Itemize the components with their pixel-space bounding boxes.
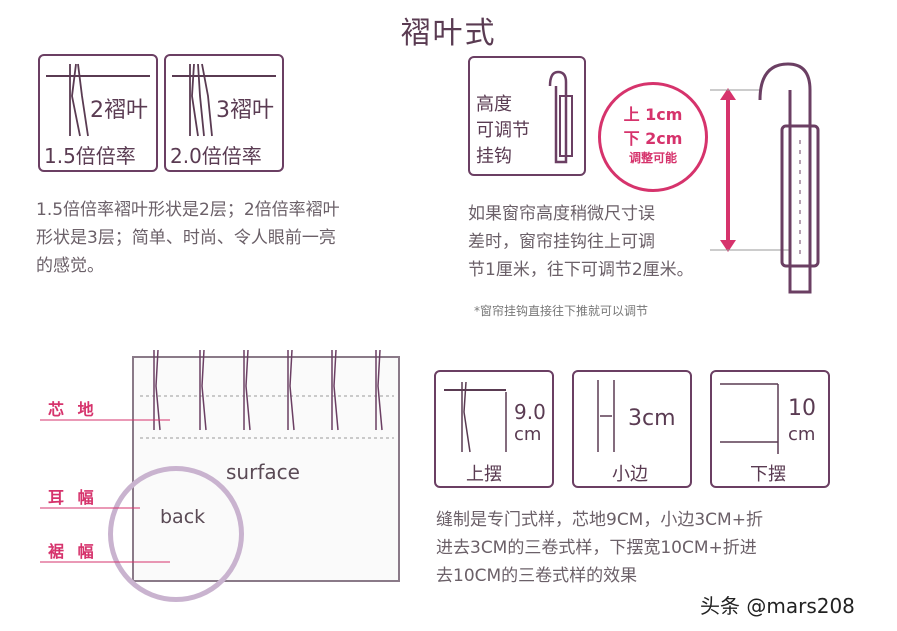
hook-description: 如果窗帘高度稍微尺寸误 差时，窗帘挂钩往上可调 节1厘米，往下可调节2厘米。: [468, 200, 768, 284]
pleat-card-2: 2褶叶 1.5倍倍率: [38, 54, 158, 172]
hook-card: 高度 可调节 挂钩: [468, 56, 586, 176]
sewing-description-line: 缝制是专门式样，芯地9CM，小边3CM+折: [436, 510, 763, 530]
adjust-possible-label: 调整可能: [628, 151, 677, 165]
hook-description-line: 差时，窗帘挂钩往上可调: [468, 232, 655, 252]
sewing-card-bottom-hem: 10 cm 下摆: [710, 370, 830, 488]
pleat-card-3: 3褶叶 2.0倍倍率: [164, 54, 284, 172]
top-hem-measure: 9.0: [514, 400, 546, 424]
back-label: back: [160, 506, 206, 528]
sewing-card-top-hem: 9.0 cm 上摆: [434, 370, 554, 488]
bottom-hem-measure: 10: [788, 396, 816, 421]
top-hem-unit: cm: [514, 424, 542, 445]
side-edge-illustration: [597, 380, 615, 452]
hook-card-label-line: 可调节: [476, 120, 530, 141]
top-hem-caption: 上摆: [466, 464, 502, 485]
bottom-hem-caption: 下摆: [750, 464, 786, 485]
bottom-hem-illustration: [720, 383, 779, 454]
sewing-card-side-edge: 3cm 小边: [572, 370, 692, 488]
page-title: 褶叶式: [400, 16, 497, 51]
back-circle: [108, 466, 244, 602]
small-hook-icon: [548, 70, 573, 164]
surface-label: surface: [226, 460, 300, 484]
hook-description-line: 节1厘米，往下可调节2厘米。: [468, 260, 694, 280]
hook-card-label-line: 高度: [476, 94, 512, 115]
side-edge-caption: 小边: [612, 464, 648, 485]
label-pointers: [40, 419, 170, 563]
ear-label: 耳 幅: [48, 488, 98, 507]
core-label: 芯 地: [48, 400, 98, 419]
hem-label: 裾 幅: [48, 542, 98, 561]
adjust-badge: 上 1cm 下 2cm 调整可能: [598, 82, 708, 192]
pleat-rate-label: 1.5倍倍率: [44, 144, 136, 168]
sewing-description-line: 进去3CM的三卷式样，下摆宽10CM+折进: [436, 538, 757, 558]
large-hook-illustration: [710, 62, 820, 294]
sewing-description-line: 去10CM的三卷式样的效果: [436, 566, 638, 586]
top-hem-illustration: [444, 381, 507, 453]
pleat-description: 1.5倍倍率褶叶形状是2层；2倍倍率褶叶 形状是3层；简单、时尚、令人眼前一亮 …: [36, 196, 416, 280]
adjust-up-label: 上 1cm: [623, 105, 683, 124]
pleat-2-illustration: [46, 63, 150, 137]
adjust-down-label: 下 2cm: [623, 129, 683, 148]
pleat-description-line: 形状是3层；简单、时尚、令人眼前一亮: [36, 228, 336, 248]
hook-description-line: 如果窗帘高度稍微尺寸误: [468, 204, 655, 224]
pleat-count-label: 2褶叶: [90, 98, 148, 123]
pleat-description-line: 的感觉。: [36, 256, 104, 276]
hook-card-label-line: 挂钩: [476, 146, 512, 167]
hook-footnote: *窗帘挂钩直接往下推就可以调节: [474, 304, 649, 318]
hook-card-label: 高度 可调节 挂钩: [476, 92, 530, 170]
curtain-pleats: [140, 349, 394, 439]
pleat-description-line: 1.5倍倍率褶叶形状是2层；2倍倍率褶叶: [36, 200, 340, 220]
bottom-hem-unit: cm: [788, 424, 816, 445]
side-edge-measure: 3cm: [628, 406, 676, 431]
watermark: 头条 @mars208: [700, 594, 855, 618]
pleat-3-illustration: [172, 63, 276, 137]
sewing-description: 缝制是专门式样，芯地9CM，小边3CM+折 进去3CM的三卷式样，下摆宽10CM…: [436, 506, 836, 590]
pleat-rate-label: 2.0倍倍率: [170, 144, 262, 168]
pleat-count-label: 3褶叶: [216, 98, 274, 123]
